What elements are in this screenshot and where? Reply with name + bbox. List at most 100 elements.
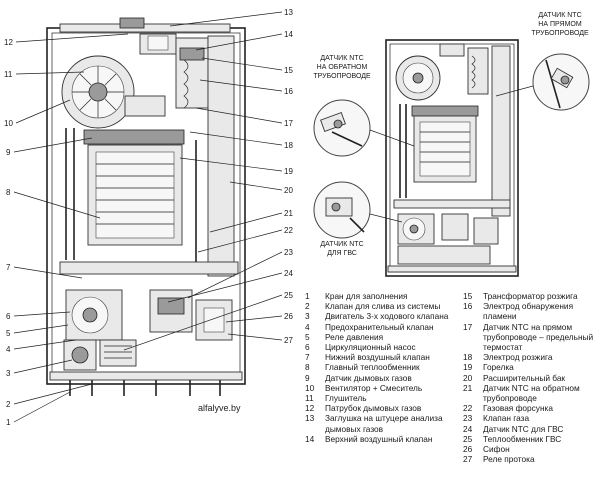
callout-11: 11: [4, 70, 13, 79]
legend-item-number: 21: [463, 382, 473, 393]
legend-item-text: Главный теплообменник: [325, 362, 420, 373]
legend-item: 22 Газовая форсунка: [463, 403, 597, 413]
callout-19: 19: [284, 167, 293, 176]
ntc-return-label: ДАТЧИК NTC НА ОБРАТНОМ ТРУБОПРОВОДЕ: [313, 55, 371, 80]
callout-12: 12: [4, 38, 13, 47]
legend-item: 19 Горелка: [463, 362, 597, 372]
callout-1: 1: [6, 418, 11, 427]
legend-item: 12 Патрубок дымовых газов: [305, 403, 461, 413]
callout-27: 27: [284, 336, 293, 345]
svg-text:ТРУБОПРОВОДЕ: ТРУБОПРОВОДЕ: [313, 73, 371, 80]
legend-item-text: Вентилятор + Смеситель: [325, 382, 423, 393]
legend-item-number: 3: [305, 311, 310, 322]
legend-item-text: Кран для заполнения: [325, 291, 408, 301]
legend-item: 5 Реле давления: [305, 332, 461, 342]
legend-item-number: 9: [305, 372, 310, 383]
callout-3: 3: [6, 369, 11, 378]
ntc-return-detail: [313, 99, 415, 157]
legend-item: 14 Верхний воздушный клапан: [305, 434, 461, 444]
legend-item-number: 15: [463, 291, 473, 301]
callout-16: 16: [284, 87, 293, 96]
svg-text:ДАТЧИК NTC: ДАТЧИК NTC: [538, 12, 581, 19]
callout-20: 20: [284, 186, 293, 195]
circulation-pump: [65, 289, 123, 341]
legend-item-text: Двигатель 3-х ходового клапана: [325, 311, 449, 322]
legend-item-number: 25: [463, 433, 473, 444]
legend-item-number: 1: [305, 291, 310, 301]
legend-item-text: Датчик NTC для ГВС: [483, 423, 564, 434]
legend-item-text: Горелка: [483, 362, 514, 373]
legend-item-number: 8: [305, 362, 310, 373]
callout-5: 5: [6, 329, 11, 338]
ntc-supply-label: ДАТЧИК NTC НА ПРЯМОМ ТРУБОПРОВОДЕ: [531, 12, 589, 37]
detail-boiler-drawing: [385, 39, 519, 277]
svg-text:ДАТЧИК NTC: ДАТЧИК NTC: [320, 55, 363, 62]
legend-item-text: Расширительный бак: [483, 372, 566, 383]
callout-7: 7: [6, 263, 11, 272]
legend-item-number: 23: [463, 413, 473, 424]
legend-item-text: Клапан газа: [483, 413, 530, 424]
legend-item-number: 19: [463, 362, 473, 373]
legend-item-number: 14: [305, 433, 315, 444]
legend-item-number: 17: [463, 321, 473, 332]
legend-item: 23 Клапан газа: [463, 413, 597, 423]
legend-item-number: 18: [463, 352, 473, 363]
watermark: alfalyve.by: [198, 403, 241, 413]
callout-13: 13: [284, 8, 293, 17]
legend-item-text: Датчик NTC на прямом трубопроводе – пред…: [483, 321, 594, 353]
svg-text:ДЛЯ ГВС: ДЛЯ ГВС: [327, 250, 357, 257]
legend-item: 16 Электрод обнаружения пламени: [463, 301, 597, 321]
legend-item: 25 Теплообменник ГВС: [463, 434, 597, 444]
legend-item-text: Газовая форсунка: [483, 403, 553, 414]
legend-item-number: 11: [305, 393, 314, 404]
legend-item-text: Заглушка на штуцере анализа дымовых газо…: [325, 413, 443, 434]
legend-item-number: 12: [305, 403, 315, 414]
legend-item-text: Реле давления: [325, 331, 384, 342]
legend-item-number: 13: [305, 413, 315, 424]
main-callouts: 1 2 3 4 5 6 7 8 9 10 11 12 13 14 15 16 1…: [4, 8, 293, 427]
callout-22: 22: [284, 226, 293, 235]
callout-15: 15: [284, 66, 293, 75]
legend-column-right: 15 Трансформатор розжига 16 Электрод обнару…: [463, 291, 597, 464]
callout-17: 17: [284, 119, 293, 128]
legend-item: 18 Электрод розжига: [463, 352, 597, 362]
legend-item-text: Электрод обнаружения пламени: [483, 301, 574, 322]
legend-item-number: 22: [463, 403, 473, 414]
legend-item: 13 Заглушка на штуцере анализа дымовых га…: [305, 413, 461, 433]
legend-item: 8 Главный теплообменник: [305, 362, 461, 372]
legend-item-text: Нижний воздушный клапан: [325, 352, 430, 363]
legend-item-text: Патрубок дымовых газов: [325, 403, 422, 414]
callout-6: 6: [6, 312, 11, 321]
ntc-dhw-detail: [313, 181, 403, 239]
svg-text:НА ПРЯМОМ: НА ПРЯМОМ: [538, 21, 582, 28]
callout-21: 21: [284, 209, 293, 218]
svg-text:ДАТЧИК NTC: ДАТЧИК NTC: [320, 241, 363, 248]
legend-item-number: 20: [463, 372, 473, 383]
legend-item-number: 5: [305, 331, 310, 342]
legend-item-number: 2: [305, 301, 310, 312]
legend-item-text: Теплообменник ГВС: [483, 433, 562, 444]
main-heat-exchanger: [83, 129, 185, 246]
legend-item-number: 26: [463, 444, 473, 455]
legend-item-text: Электрод розжига: [483, 352, 553, 363]
legend-item-text: Верхний воздушный клапан: [325, 433, 433, 444]
svg-text:ТРУБОПРОВОДЕ: ТРУБОПРОВОДЕ: [531, 30, 589, 37]
legend-item-text: Глушитель: [325, 393, 367, 404]
legend-item-number: 16: [463, 301, 473, 312]
legend-item-text: Трансформатор розжига: [483, 291, 578, 301]
legend-item-text: Реле протока: [483, 454, 535, 465]
legend-item: 11 Глушитель: [305, 393, 461, 403]
legend-item: 17 Датчик NTC на прямом трубопроводе – пр…: [463, 322, 597, 353]
legend-item-number: 4: [305, 321, 310, 332]
legend-item-text: Датчик NTC на обратном трубопроводе: [483, 382, 580, 404]
main-boiler-drawing: [46, 17, 246, 396]
legend-item: 15 Трансформатор розжига: [463, 291, 597, 301]
